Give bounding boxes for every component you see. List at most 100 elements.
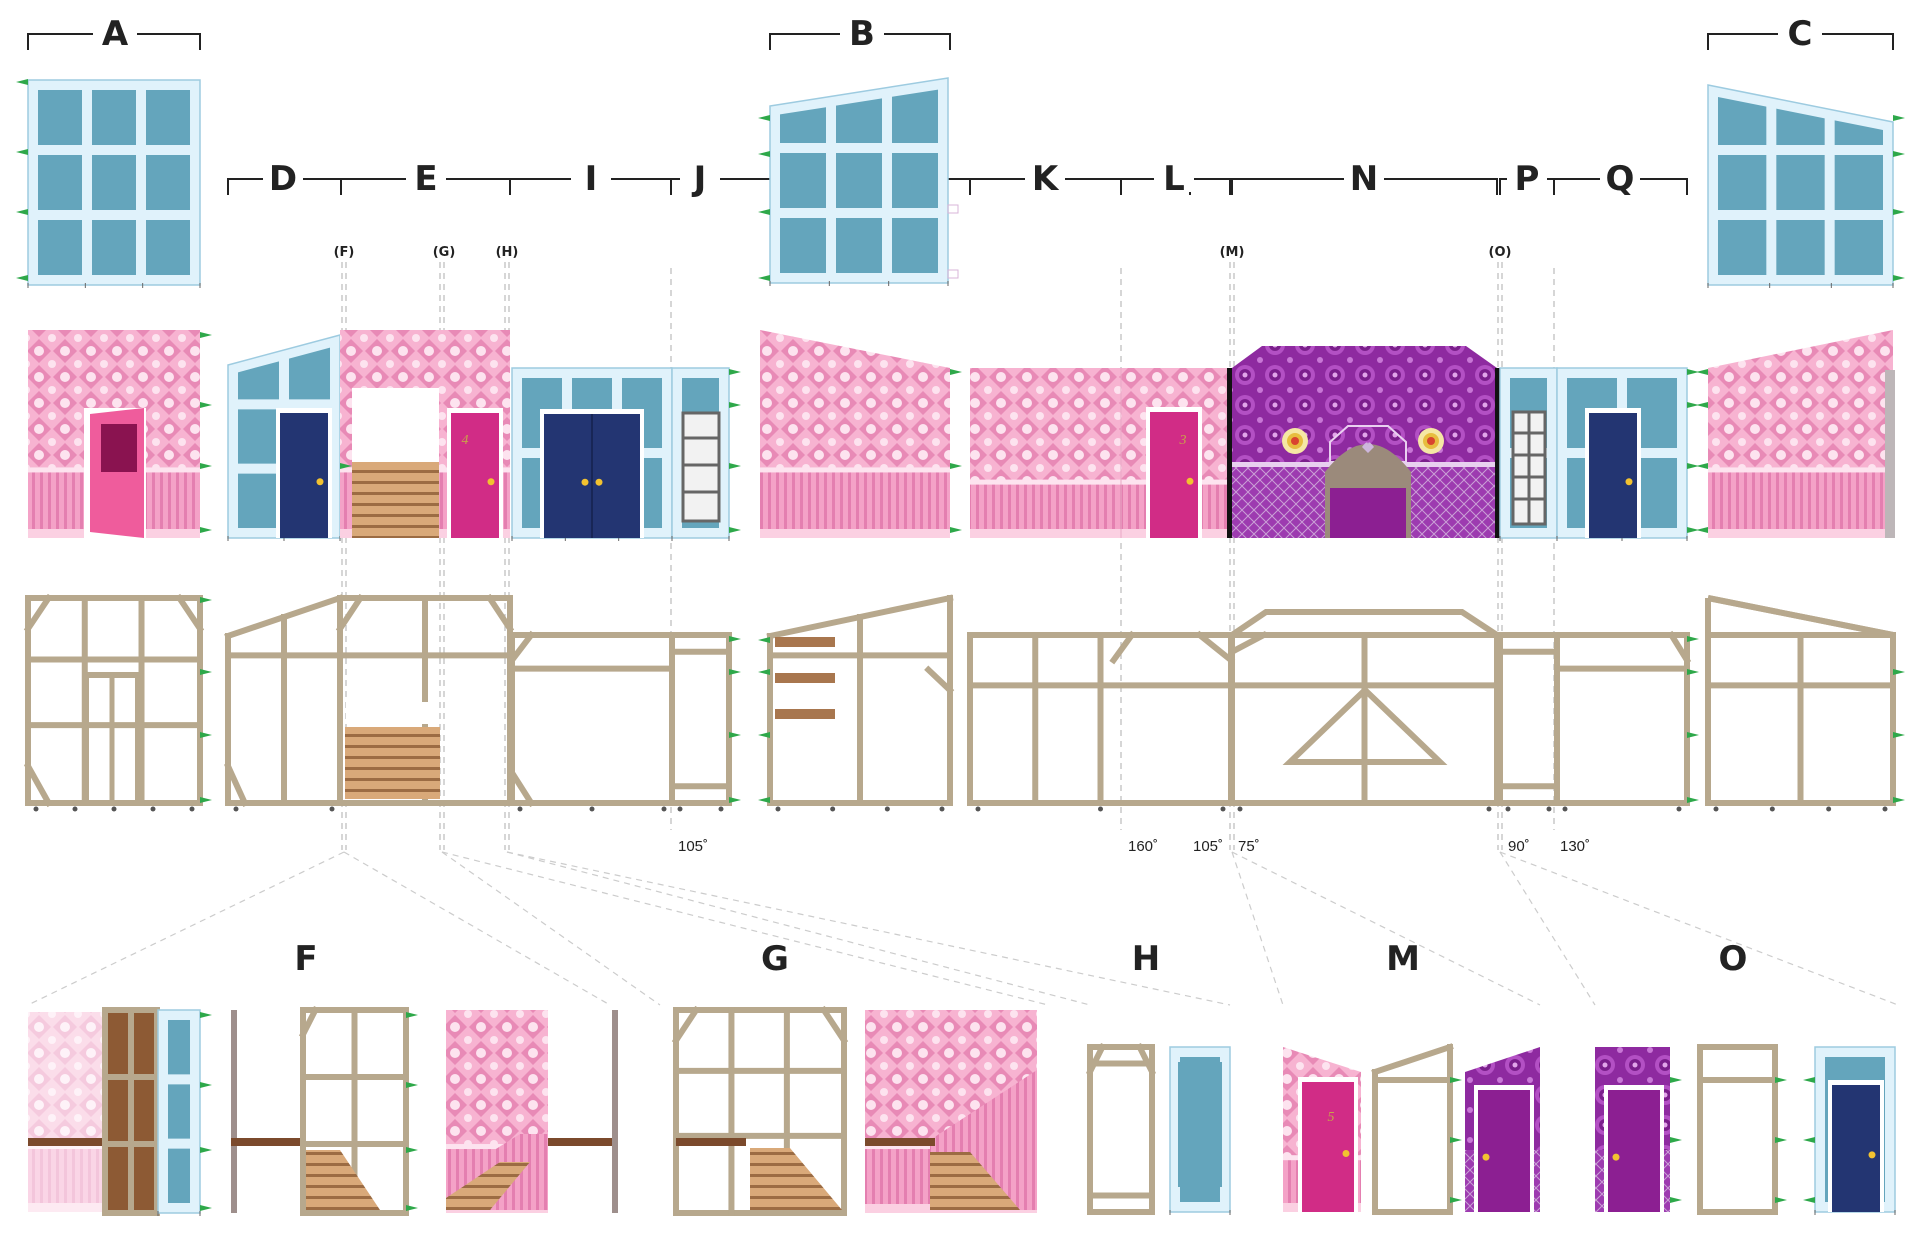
caster <box>1882 806 1888 812</box>
hinge-arrow <box>200 332 212 338</box>
window-pane <box>1718 155 1767 210</box>
stud <box>23 762 53 808</box>
caster <box>1486 806 1492 812</box>
wallpaper-flat-c <box>1708 330 1893 538</box>
hinge-arrow <box>1696 402 1708 408</box>
caster <box>677 806 683 812</box>
hinge-arrow <box>200 797 212 803</box>
stair-opening <box>346 702 439 724</box>
door-knob <box>1342 1150 1350 1157</box>
angle-l-left: 160˚ <box>1128 838 1158 855</box>
door-knob <box>1625 478 1633 486</box>
caster <box>1546 806 1552 812</box>
door-window <box>101 424 137 472</box>
hinge-arrow <box>950 463 962 469</box>
detail-g-stairs2 <box>930 1152 1020 1210</box>
detail-h-framing <box>1085 1042 1157 1215</box>
window-pane <box>892 218 938 273</box>
label-detail-g: G <box>761 939 789 979</box>
label-j: J <box>692 159 707 199</box>
detail-f-window <box>157 1009 201 1216</box>
hinge-arrow <box>200 1082 212 1088</box>
hinge-arrow <box>1696 369 1708 375</box>
door-e <box>451 413 499 538</box>
hinge-arrow <box>16 149 28 155</box>
detail-m-door <box>1302 1082 1354 1212</box>
angle-o: 90˚ <box>1508 838 1530 855</box>
caster <box>111 806 117 812</box>
leader-line <box>27 851 345 1006</box>
hinge-arrow <box>758 797 770 803</box>
stud <box>1195 630 1236 665</box>
door-number-e: 4 <box>462 433 469 448</box>
stud <box>924 665 955 695</box>
label-knockout <box>1778 17 1822 47</box>
hinge-arrow <box>406 1082 418 1088</box>
hinge-arrow <box>758 115 770 121</box>
label-knockout <box>571 162 611 192</box>
label-detail-m: M <box>1386 939 1420 979</box>
window-pane <box>892 153 938 208</box>
label-knockout <box>263 162 303 192</box>
chair-rail <box>970 479 1231 485</box>
caster <box>1505 806 1511 812</box>
hinge-arrow <box>1696 527 1708 533</box>
caster <box>589 806 595 812</box>
window-pane <box>168 1148 190 1203</box>
hinge-arrow <box>1803 1077 1815 1083</box>
hinge-arrow <box>729 636 741 642</box>
window-pane <box>1776 155 1825 210</box>
shelf-board <box>775 637 835 647</box>
hinge-arrow <box>729 732 741 738</box>
label-i: I <box>585 159 598 199</box>
hinge-arrow <box>1893 275 1905 281</box>
hinge-arrow <box>1687 527 1699 533</box>
caster <box>1713 806 1719 812</box>
label-n: N <box>1350 159 1378 199</box>
label-k: K <box>1032 159 1060 199</box>
hinge-arrow <box>1893 115 1905 121</box>
detail-g-stairs <box>750 1148 842 1210</box>
platform-top <box>231 1138 303 1146</box>
hinge-arrow <box>200 1147 212 1153</box>
hinge-arrow <box>1893 669 1905 675</box>
door-knob <box>1186 477 1194 485</box>
post <box>612 1010 618 1213</box>
hinge-arrow <box>729 402 741 408</box>
angle-m: 75˚ <box>1238 838 1260 855</box>
window-pane <box>836 153 882 208</box>
hinge-arrow <box>16 209 28 215</box>
framing-b <box>766 594 955 812</box>
angle-l-right: 105˚ <box>1193 838 1223 855</box>
stud <box>1371 1043 1454 1076</box>
hinge-arrow <box>200 597 212 603</box>
window-pane <box>836 218 882 273</box>
shelf-board <box>775 673 835 683</box>
door-number-m: 5 <box>1328 1110 1335 1125</box>
window-pane <box>92 155 136 210</box>
hinge-arrow <box>1670 1137 1682 1143</box>
framing-p <box>1497 632 1560 812</box>
hinge-arrow <box>200 1012 212 1018</box>
framing-c <box>1705 632 1896 812</box>
window-pane <box>146 220 190 275</box>
post <box>231 1010 237 1213</box>
caster <box>1237 806 1243 812</box>
stud <box>819 1005 849 1045</box>
window-pane <box>289 347 330 400</box>
wainscot <box>1708 471 1893 530</box>
baseboard <box>760 529 950 538</box>
caster <box>830 806 836 812</box>
window-pane <box>38 220 82 275</box>
hinge-arrow <box>1893 151 1905 157</box>
window-flat-b <box>769 77 949 286</box>
stud <box>1135 1042 1157 1076</box>
hinge-arrow <box>200 1205 212 1211</box>
caster <box>1826 806 1832 812</box>
hinge-arrow <box>340 463 352 469</box>
window-pane <box>1718 220 1767 275</box>
label-h-ref: (H) <box>496 245 519 260</box>
platform-top <box>28 1138 108 1146</box>
window-pane <box>836 98 882 143</box>
stud <box>507 630 536 665</box>
